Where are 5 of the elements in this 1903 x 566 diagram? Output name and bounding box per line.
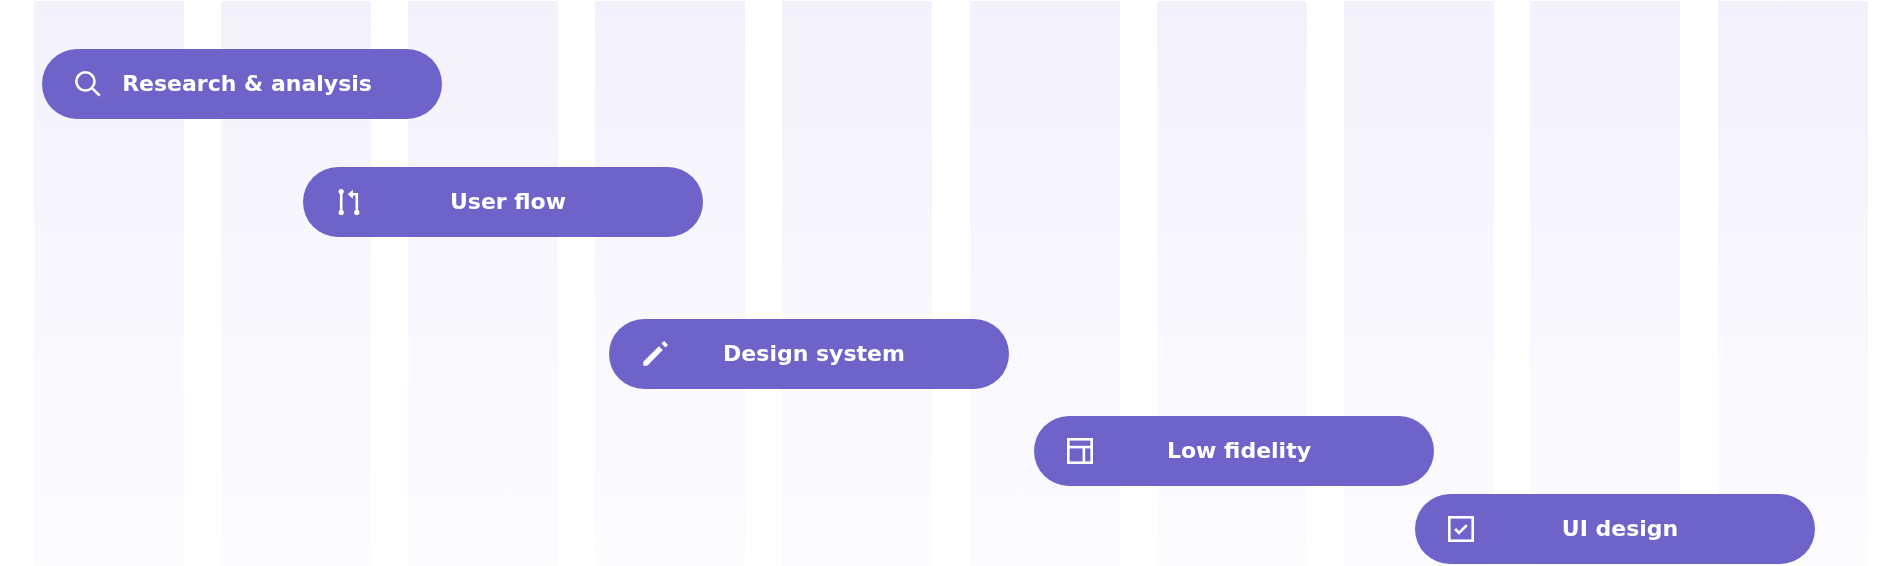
task-label: Research & analysis — [121, 70, 373, 98]
task-label: Design system — [722, 340, 906, 368]
task-label: User flow — [448, 188, 568, 216]
task-label: Low fidelity — [1166, 437, 1312, 465]
task-label: UI design — [1560, 515, 1680, 543]
